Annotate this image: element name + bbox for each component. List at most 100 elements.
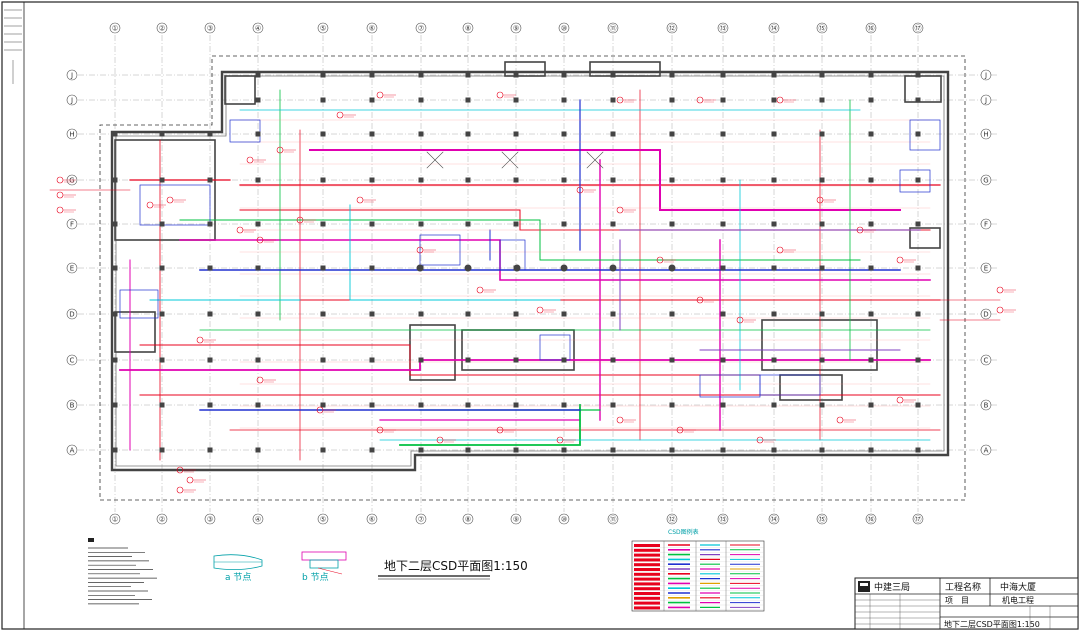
column-axis-bubble: ⑰: [912, 513, 924, 525]
legend-label-swatch: [634, 582, 660, 586]
axis-bubble-label: ⑫: [669, 516, 676, 524]
annotation-tag: [536, 306, 544, 314]
axis-bubble-label: ⑬: [720, 25, 727, 33]
structural-column: [159, 177, 165, 183]
structural-column: [255, 447, 261, 453]
axis-bubble-label: ④: [255, 516, 261, 524]
structural-column: [771, 311, 777, 317]
axis-bubble-circle: [66, 69, 78, 81]
structural-column: [771, 402, 777, 408]
axis-bubble-label: ②: [159, 516, 165, 524]
structural-column: [610, 311, 616, 317]
legend-label-swatch: [634, 548, 660, 552]
column-axis-bubble: ⑦: [415, 513, 427, 525]
legend-label-swatch: [634, 606, 660, 610]
structural-column: [610, 72, 616, 78]
structural-column: [610, 402, 616, 408]
structural-column: [465, 357, 471, 363]
annotation-tag: [196, 336, 204, 344]
structural-column-round: [416, 264, 424, 272]
column-axis-bubble: ⑯: [865, 513, 877, 525]
structural-column: [159, 311, 165, 317]
axis-bubble-label: ③: [207, 25, 213, 33]
axis-bubble-label: ⑪: [610, 516, 617, 524]
structural-column: [112, 131, 118, 137]
axis-bubble-label: E: [984, 265, 988, 273]
legend-title: CSD图例表: [668, 528, 699, 536]
equipment-unit: [139, 184, 211, 226]
shaft-cross: [501, 151, 519, 169]
structural-column: [369, 221, 375, 227]
structural-column: [369, 131, 375, 137]
structural-column-round: [668, 264, 676, 272]
structural-column: [771, 131, 777, 137]
axis-bubble-label: ④: [255, 25, 261, 33]
row-axis-bubble: J: [980, 69, 992, 81]
axis-bubble-label: ⑦: [418, 25, 424, 33]
structural-column: [465, 447, 471, 453]
axis-bubble-circle: [252, 22, 264, 34]
axis-bubble-label: D: [69, 311, 74, 319]
annotation-tag: [896, 396, 904, 404]
column-axis-bubble: ⑮: [816, 22, 828, 34]
structural-column: [915, 177, 921, 183]
structural-column: [418, 447, 424, 453]
row-axis-bubble: B: [66, 399, 78, 411]
axis-bubble-label: ⑯: [868, 516, 875, 524]
structural-column: [720, 402, 726, 408]
row-axis-bubble: H: [980, 128, 992, 140]
axis-bubble-circle: [865, 513, 877, 525]
structural-column: [369, 311, 375, 317]
structural-column: [669, 177, 675, 183]
axis-bubble-label: ⑭: [771, 516, 778, 524]
structural-column: [915, 357, 921, 363]
structural-column: [720, 357, 726, 363]
axis-bubble-circle: [980, 94, 992, 106]
column-axis-bubble: ⑩: [558, 22, 570, 34]
column-axis-bubble: ⑧: [462, 513, 474, 525]
structural-column: [320, 177, 326, 183]
equipment-unit: [499, 239, 526, 271]
title-block: 中建三局 工程名称 中海大厦 项 目 机电工程 地下二层CSD平面图1:150: [854, 577, 1079, 630]
structural-column: [465, 221, 471, 227]
axis-bubble-label: ⑮: [819, 516, 826, 524]
axis-bubble-label: ⑩: [561, 516, 567, 524]
axis-bubble-circle: [558, 513, 570, 525]
axis-bubble-label: ⑰: [915, 25, 922, 33]
structural-column: [255, 72, 261, 78]
row-axis-bubble: G: [980, 174, 992, 186]
axis-bubble-label: ③: [207, 516, 213, 524]
row-axis-bubble: A: [980, 444, 992, 456]
title-block-drawing-name: 地下二层CSD平面图1:150: [944, 619, 1040, 629]
row-axis-bubble: A: [66, 444, 78, 456]
column-axis-bubble: ⑫: [666, 513, 678, 525]
structural-column: [669, 221, 675, 227]
axis-bubble-circle: [607, 22, 619, 34]
column-axis-bubble: ⑭: [768, 513, 780, 525]
structural-column: [915, 311, 921, 317]
axis-bubble-circle: [980, 444, 992, 456]
legend-label-swatch: [634, 587, 660, 591]
structural-column: [159, 131, 165, 137]
structural-column: [720, 311, 726, 317]
mep-services-layer: [49, 89, 1001, 461]
axis-bubble-label: A: [984, 447, 989, 455]
core-walls: [114, 61, 942, 401]
axis-bubble-label: G: [69, 177, 74, 185]
structural-column: [369, 72, 375, 78]
structural-column: [513, 221, 519, 227]
structural-column: [561, 311, 567, 317]
building-inner-outline: [115, 75, 945, 467]
row-axis-bubble: B: [980, 399, 992, 411]
structural-column-round: [464, 264, 472, 272]
axis-grid-lines: [78, 35, 998, 512]
column-axis-bubble: ⑨: [510, 22, 522, 34]
equipment-unit: [539, 334, 571, 361]
structural-column: [720, 177, 726, 183]
title-block-item-label: 项 目: [945, 596, 969, 605]
column-axis-bubble: ⑥: [366, 513, 378, 525]
structural-column: [112, 402, 118, 408]
axis-bubble-circle: [558, 22, 570, 34]
legend-label-swatch: [634, 558, 660, 562]
